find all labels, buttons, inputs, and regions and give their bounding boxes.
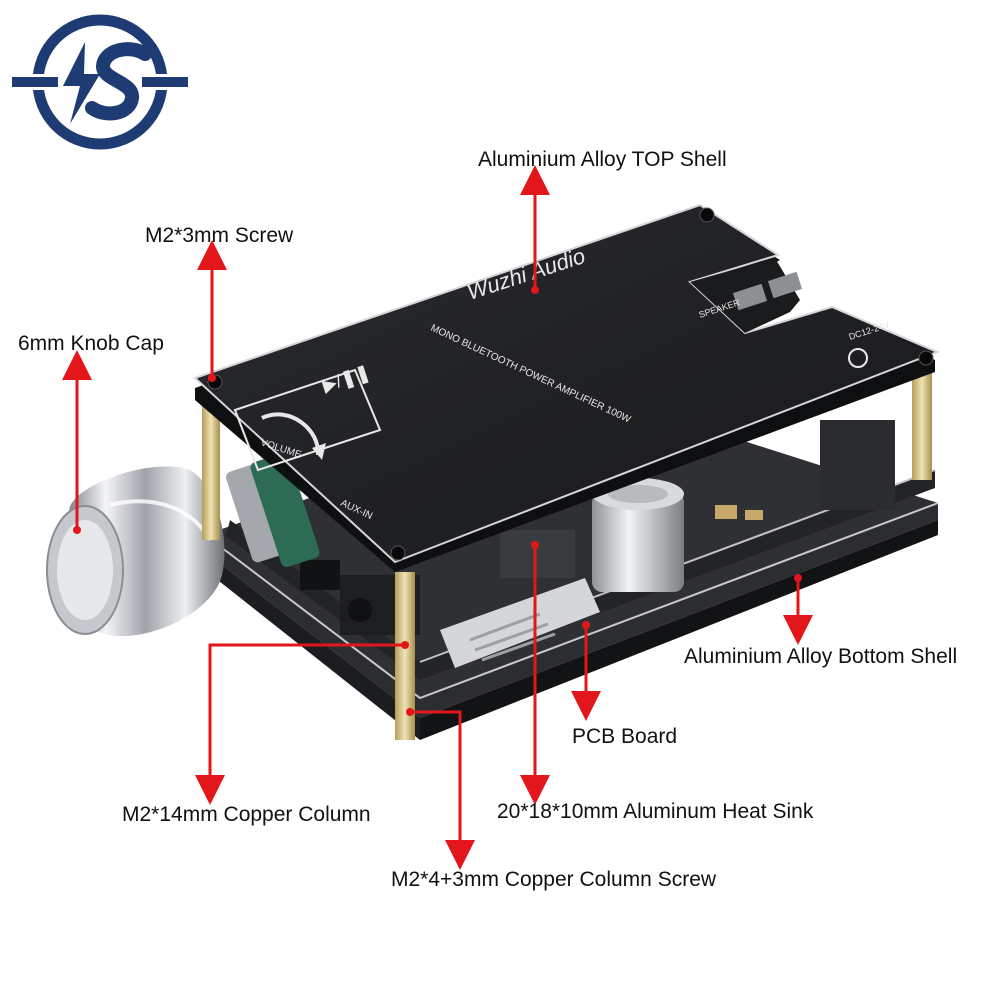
label-column-screw: M2*4+3mm Copper Column Screw — [391, 868, 717, 891]
label-pcb-board: PCB Board — [572, 725, 678, 748]
capacitor — [592, 492, 684, 592]
label-heat-sink: 20*18*10mm Aluminum Heat Sink — [497, 800, 814, 823]
pcb-board-layer — [226, 420, 936, 680]
label-screw: M2*3mm Screw — [145, 224, 294, 247]
label-top-shell: Aluminium Alloy TOP Shell — [478, 148, 727, 171]
heat-sink — [500, 530, 575, 578]
top-shell: VOLUME ▶/❚❚ Wuzhi Audio MONO BLUETOOTH P… — [193, 203, 940, 572]
brand-logo — [12, 14, 188, 150]
leader-lines — [62, 165, 813, 870]
volume-knob — [46, 453, 320, 637]
copper-columns — [202, 370, 932, 740]
label-knob-cap: 6mm Knob Cap — [18, 332, 164, 355]
label-bottom-shell: Aluminium Alloy Bottom Shell — [684, 645, 958, 668]
lightning-icon — [63, 42, 100, 124]
label-copper-column: M2*14mm Copper Column — [122, 803, 371, 826]
